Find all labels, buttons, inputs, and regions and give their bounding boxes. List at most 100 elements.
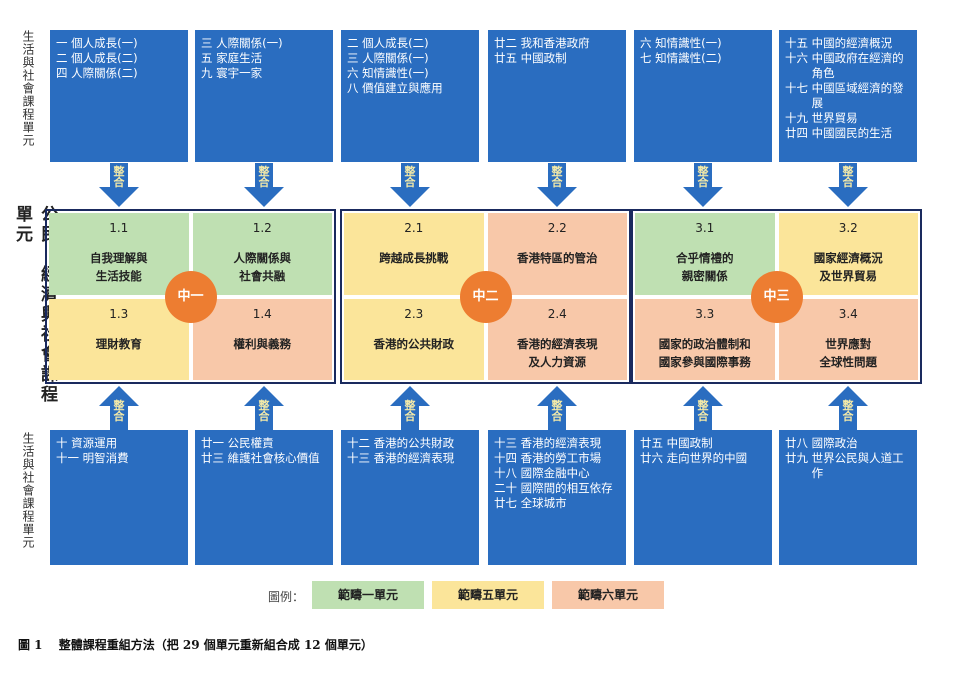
legend-item-domain6: 範疇六單元 — [552, 581, 664, 609]
unit-number: 十三 — [494, 436, 521, 450]
topic-code: 3.1 — [695, 221, 715, 235]
unit-number: 廿五 — [494, 51, 521, 65]
legend-label: 圖例： — [268, 590, 305, 604]
topic-title: 人際關係與 社會共融 — [233, 251, 292, 283]
integrate-label: 整 合 — [113, 399, 125, 423]
bottom-unit-box-4: 十三 香港的經濟表現十四 香港的勞工市場十八 國際金融中心二十 國際間的相互依存… — [488, 430, 626, 565]
unit-number: 十三 — [347, 451, 374, 465]
grade-group-2 — [340, 209, 631, 384]
unit-item: 廿二 我和香港政府 — [494, 36, 620, 51]
integrate-label: 整 合 — [113, 165, 125, 189]
unit-item: 六 知情識性(一) — [347, 66, 473, 81]
unit-number: 廿七 — [494, 496, 521, 510]
unit-item: 二 個人成長(二) — [56, 51, 182, 66]
topic-title: 國家經濟概況 及世界貿易 — [813, 251, 883, 283]
unit-title: 中國政制 — [520, 51, 567, 65]
unit-item: 十八 國際金融中心 — [494, 466, 620, 481]
unit-title: 走向世界的中國 — [666, 451, 748, 465]
unit-number: 二 — [347, 36, 363, 50]
unit-item: 廿五 中國政制 — [494, 51, 620, 66]
topic-title: 理財教育 — [95, 336, 142, 351]
unit-item: 廿九 世界公民與人道工作 — [785, 451, 911, 481]
unit-title: 個人成長(二) — [362, 36, 429, 50]
topic-title: 跨越成長挑戰 — [379, 251, 449, 265]
unit-item: 一 個人成長(一) — [56, 36, 182, 51]
unit-number: 廿八 — [785, 436, 812, 450]
grade-badge-1: 中一 — [164, 270, 217, 323]
unit-item: 七 知情識性(二) — [640, 51, 766, 66]
topic-title: 權利與義務 — [233, 336, 292, 351]
unit-item: 廿五 中國政制 — [640, 436, 766, 451]
unit-title: 維護社會核心價值 — [227, 451, 320, 465]
bottom-unit-box-2: 廿一 公民權責廿三 維護社會核心價值 — [195, 430, 333, 565]
unit-number: 五 — [201, 51, 217, 65]
unit-item: 十一 明智消費 — [56, 451, 182, 466]
arrow-shape-icon — [537, 386, 577, 430]
unit-number: 廿三 — [201, 451, 228, 465]
unit-title: 公民權責 — [227, 436, 274, 450]
unit-number: 十七 — [785, 81, 812, 95]
topic-title: 香港的經濟表現 及人力資源 — [517, 336, 598, 369]
unit-title: 香港的經濟表現 — [373, 451, 455, 465]
unit-number: 廿二 — [494, 36, 521, 50]
integrate-arrow-down-1: 整 合 — [99, 163, 139, 207]
unit-title: 世界公民與人道工作 — [811, 451, 904, 480]
unit-title: 全球城市 — [520, 496, 567, 510]
unit-item: 四 人際關係(二) — [56, 66, 182, 81]
grade-group-1 — [45, 209, 336, 384]
unit-title: 國際政治 — [811, 436, 858, 450]
integrate-label: 整 合 — [842, 399, 854, 423]
integrate-arrow-up-4: 整 合 — [537, 386, 577, 430]
topic-code: 1.3 — [109, 306, 129, 321]
side-label-bottom: 生活與社會課程單元 — [21, 432, 35, 549]
topic-code: 3.4 — [838, 306, 858, 321]
unit-number: 二十 — [494, 481, 521, 495]
integrate-label: 整 合 — [697, 399, 709, 423]
unit-title: 知情識性(一) — [655, 36, 722, 50]
topic-cell-3-3: 3.3 國家的政治體制和 國家參與國際事務 — [635, 298, 775, 380]
integrate-label: 整 合 — [258, 399, 270, 423]
integrate-arrow-down-6: 整 合 — [828, 163, 868, 207]
arrow-shape-icon — [244, 163, 284, 207]
unit-item: 十三 香港的經濟表現 — [494, 436, 620, 451]
unit-item: 廿八 國際政治 — [785, 436, 911, 451]
unit-title: 明智消費 — [82, 451, 129, 465]
topic-cell-1-3: 1.3 理財教育 — [49, 298, 189, 380]
bottom-unit-box-5: 廿五 中國政制廿六 走向世界的中國 — [634, 430, 772, 565]
unit-item: 五 家庭生活 — [201, 51, 327, 66]
topic-code: 1.4 — [252, 306, 272, 321]
unit-title: 知情識性(二) — [655, 51, 722, 65]
unit-item: 八 價值建立與應用 — [347, 81, 473, 96]
unit-item: 廿七 全球城市 — [494, 496, 620, 511]
integrate-arrow-down-5: 整 合 — [683, 163, 723, 207]
unit-number: 廿六 — [640, 451, 667, 465]
topic-code: 3.3 — [695, 306, 715, 321]
unit-title: 家庭生活 — [216, 51, 263, 65]
unit-title: 寰宇一家 — [216, 66, 263, 80]
unit-number: 十五 — [785, 36, 812, 50]
topic-title: 香港特區的管治 — [517, 251, 598, 265]
unit-number: 二 — [56, 51, 72, 65]
unit-item: 十二 香港的公共財政 — [347, 436, 473, 451]
bottom-unit-box-1: 十 資源運用十一 明智消費 — [50, 430, 188, 565]
arrow-shape-icon — [244, 386, 284, 430]
integrate-label: 整 合 — [551, 165, 563, 189]
integrate-label: 整 合 — [258, 165, 270, 189]
arrow-shape-icon — [99, 386, 139, 430]
integrate-label: 整 合 — [404, 165, 416, 189]
topic-title: 國家的政治體制和 國家參與國際事務 — [658, 336, 751, 369]
bottom-unit-box-6: 廿八 國際政治廿九 世界公民與人道工作 — [779, 430, 917, 565]
integrate-arrow-down-2: 整 合 — [244, 163, 284, 207]
topic-cell-2-2: 2.2 香港特區的管治 — [487, 213, 627, 295]
unit-title: 中國政府在經濟的角色 — [811, 51, 904, 80]
unit-title: 中國國民的生活 — [811, 126, 893, 140]
unit-number: 四 — [56, 66, 72, 80]
topic-code: 2.2 — [547, 221, 567, 235]
bottom-unit-box-3: 十二 香港的公共財政十三 香港的經濟表現 — [341, 430, 479, 565]
side-label-top: 生活與社會課程單元 — [21, 30, 35, 147]
